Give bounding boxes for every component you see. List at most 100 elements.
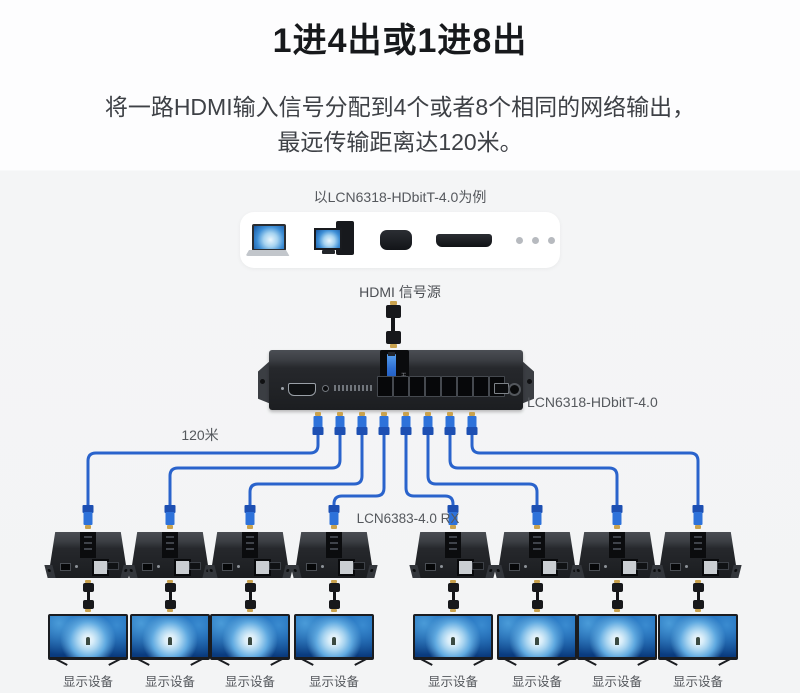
receiver-device [126, 532, 214, 578]
source-devices-box [240, 212, 560, 268]
receiver-top-label [690, 532, 706, 558]
network-cable [470, 432, 700, 506]
plugged-cable-icon [387, 352, 396, 380]
ir-hole [322, 385, 329, 392]
receiver-led [440, 565, 443, 568]
receiver-top-label [609, 532, 625, 558]
tv-picture-figure [248, 636, 252, 645]
pc-monitor [313, 228, 342, 250]
display-tv [48, 614, 128, 660]
rj45-connector-boot [164, 505, 176, 513]
hdmi-out-port [306, 563, 317, 571]
receiver-column: 显示设备 [653, 532, 743, 690]
receiver-led [157, 565, 160, 568]
tv-picture-figure [451, 636, 455, 645]
rj45-connector [612, 512, 622, 525]
mounting-ear [366, 565, 378, 578]
rj45-connector-boot [466, 427, 478, 435]
network-cable [404, 432, 455, 506]
rj45-connector [329, 512, 339, 525]
tv-legs [413, 658, 493, 667]
receiver-column: 显示设备 [43, 532, 133, 690]
tv-picture-figure [332, 636, 336, 645]
laptop-icon [245, 224, 290, 256]
pc-stand [321, 250, 335, 254]
receiver-top-label [445, 532, 461, 558]
rj45-output-port [409, 376, 425, 397]
rj45-connector [467, 416, 477, 429]
rj45-connector-boot [611, 505, 623, 513]
receiver-top-label [80, 532, 96, 558]
laptop-base [245, 250, 290, 256]
receiver-device [654, 532, 742, 578]
receiver-top-label [242, 532, 258, 558]
hdmi-out-port [222, 563, 233, 571]
rj45-connector-tip [381, 412, 387, 416]
example-model-label: 以LCN6318-HDbitT-4.0为例 [313, 189, 487, 205]
media-player-icon [435, 233, 492, 247]
dc-port [189, 562, 201, 570]
rj45-connector [423, 416, 433, 429]
tv-legs [658, 658, 738, 667]
page-title: 1进4出或1进8出 [272, 22, 528, 60]
receiver-led [321, 565, 324, 568]
display-tv [413, 614, 493, 660]
rj45-connector [245, 512, 255, 525]
hdmi-out-port [589, 563, 600, 571]
display-tv [130, 614, 210, 660]
receiver-top-label [529, 532, 545, 558]
receiver-led [524, 565, 527, 568]
rj45-connector-tip [614, 525, 620, 529]
tv-legs [210, 658, 290, 667]
status-leds [334, 385, 372, 391]
mounting-ear [258, 360, 271, 404]
rj45-connector-tip [337, 412, 343, 416]
receiver-device [206, 532, 294, 578]
receiver-led [604, 565, 607, 568]
rj45-connector-tip [331, 525, 337, 529]
transmitter-model-label: LCN6318-HDbitT-4.0 [527, 394, 658, 410]
rj45-connector-tip [247, 525, 253, 529]
rj45-output-port [473, 376, 489, 397]
receiver-device [290, 532, 378, 578]
tv-picture-figure [535, 636, 539, 645]
rj45-connector-boot [328, 505, 340, 513]
rj45-connector [165, 512, 175, 525]
tv-legs [294, 658, 374, 667]
tv-legs [130, 658, 210, 667]
display-label: 显示设备 [62, 675, 113, 689]
tv-picture-figure [86, 636, 90, 645]
dc-power-port [508, 383, 521, 396]
rj45-connector [313, 416, 323, 429]
hdmi-out-port [425, 563, 436, 571]
receiver-model-label: LCN6383-4.0 RX [356, 511, 460, 526]
rj45-connector-tip [315, 412, 321, 416]
receiver-led [685, 565, 688, 568]
transmitter-body: HDMI [269, 350, 523, 410]
receiver-device [493, 532, 581, 578]
subtitle-line-2: 最远传输距离达120米。 [277, 129, 523, 155]
tv-legs [577, 658, 657, 667]
receiver-column: 显示设备 [572, 532, 662, 690]
rj45-connector-boot [400, 427, 412, 435]
network-cable [426, 432, 539, 506]
hdmi-cable-icon [692, 580, 704, 612]
display-tv [497, 614, 577, 660]
display-tv [210, 614, 290, 660]
display-tv [658, 614, 738, 660]
receiver-device [573, 532, 661, 578]
page-subtitle: 将一路HDMI输入信号分配到4个或者8个相同的网络输出， 最远传输距离达120米… [0, 90, 800, 160]
rj45-output-port [377, 376, 393, 397]
tv-picture-figure [615, 636, 619, 645]
hdmi-out-port [142, 563, 153, 571]
rj45-connector-boot [82, 505, 94, 513]
display-label: 显示设备 [144, 675, 195, 689]
hdmi-out-port [670, 563, 681, 571]
receiver-top-label [326, 532, 342, 558]
rj45-connector-tip [469, 412, 475, 416]
rj45-connector-tip [85, 525, 91, 529]
rj45-connector-tip [403, 412, 409, 416]
transmitter-device: HDMI [258, 350, 534, 412]
hdmi-cable-icon [383, 301, 403, 348]
